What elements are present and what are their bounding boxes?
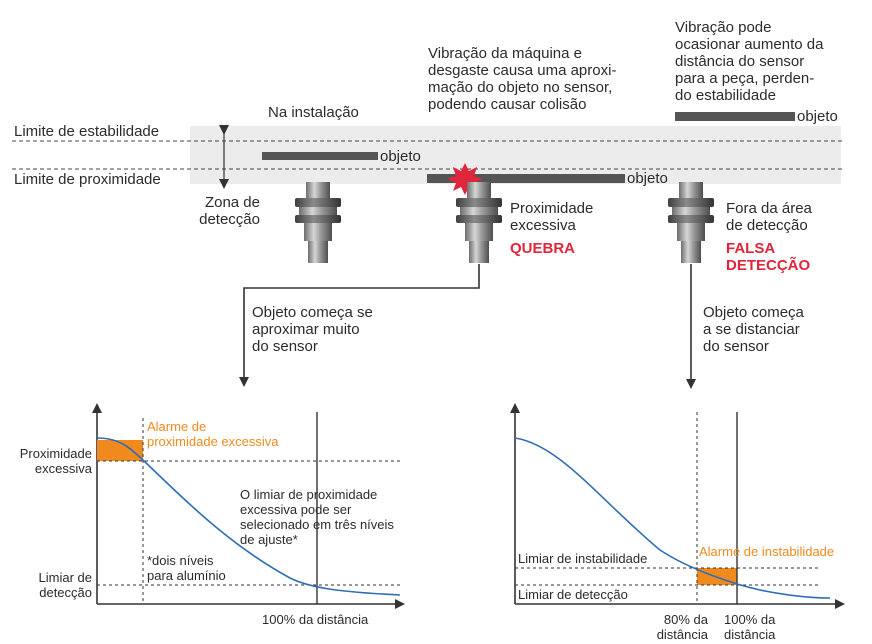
proximity-limit-label: Limite de proximidade bbox=[14, 171, 161, 188]
left-aluminium-note: *dois níveis para alumínio bbox=[147, 553, 226, 583]
right-detection-label: Limiar de detecção bbox=[518, 587, 628, 602]
object-label-collision: objeto bbox=[627, 170, 668, 187]
break-label: QUEBRA bbox=[510, 240, 576, 257]
out-of-area-label: Fora da área de detecção bbox=[726, 200, 812, 234]
installation-label: Na instalação bbox=[268, 104, 359, 121]
sensor-far-icon bbox=[668, 182, 714, 263]
left-alarm-area bbox=[97, 440, 143, 461]
left-y-label-excessive: Proximidade excessiva bbox=[19, 446, 92, 476]
excessive-proximity-label: Proximidade excessiva bbox=[510, 200, 594, 234]
object-approaches-text: Objeto começa se aproximar muito do sens… bbox=[252, 304, 373, 355]
right-alarm-label: Alarme de instabilidade bbox=[699, 544, 835, 559]
object-bar-install bbox=[262, 152, 378, 160]
vibration-middle-text: Vibração da máquina e desgaste causa uma… bbox=[428, 45, 617, 113]
sensor-install-icon bbox=[295, 182, 341, 263]
left-alarm-label: Alarme de proximidade excessiva bbox=[147, 419, 279, 449]
right-x-label-100: 100% da distância bbox=[724, 612, 776, 642]
flow-arrow-left bbox=[239, 264, 480, 387]
object-label-install: objeto bbox=[380, 148, 421, 165]
vibration-right-text: Vibração pode ocasionar aumento da distâ… bbox=[675, 19, 824, 104]
left-y-label-detection: Limiar de detecção bbox=[38, 570, 92, 600]
sensor-collision-icon bbox=[456, 182, 502, 263]
object-bar-far bbox=[675, 112, 795, 121]
object-moves-away-text: Objeto começa a se distanciar do sensor bbox=[703, 304, 804, 355]
left-threshold-note: O limiar de proximidade excessiva pode s… bbox=[240, 487, 394, 547]
detection-zone-label: Zona de detecção bbox=[199, 194, 260, 228]
right-instability-label: Limiar de instabilidade bbox=[518, 551, 648, 566]
object-label-far: objeto bbox=[797, 108, 838, 125]
false-detection-label: FALSA DETECÇÃO bbox=[726, 240, 811, 274]
right-x-label-80: 80% da distância bbox=[656, 612, 708, 642]
object-bar-collision bbox=[427, 174, 625, 183]
left-sensitivity-curve bbox=[96, 437, 401, 596]
left-graph bbox=[92, 403, 405, 609]
right-graph bbox=[510, 403, 845, 609]
stability-limit-label: Limite de estabilidade bbox=[14, 123, 160, 140]
left-x-label: 100% da distância bbox=[262, 612, 369, 627]
right-sensitivity-curve bbox=[514, 437, 831, 599]
